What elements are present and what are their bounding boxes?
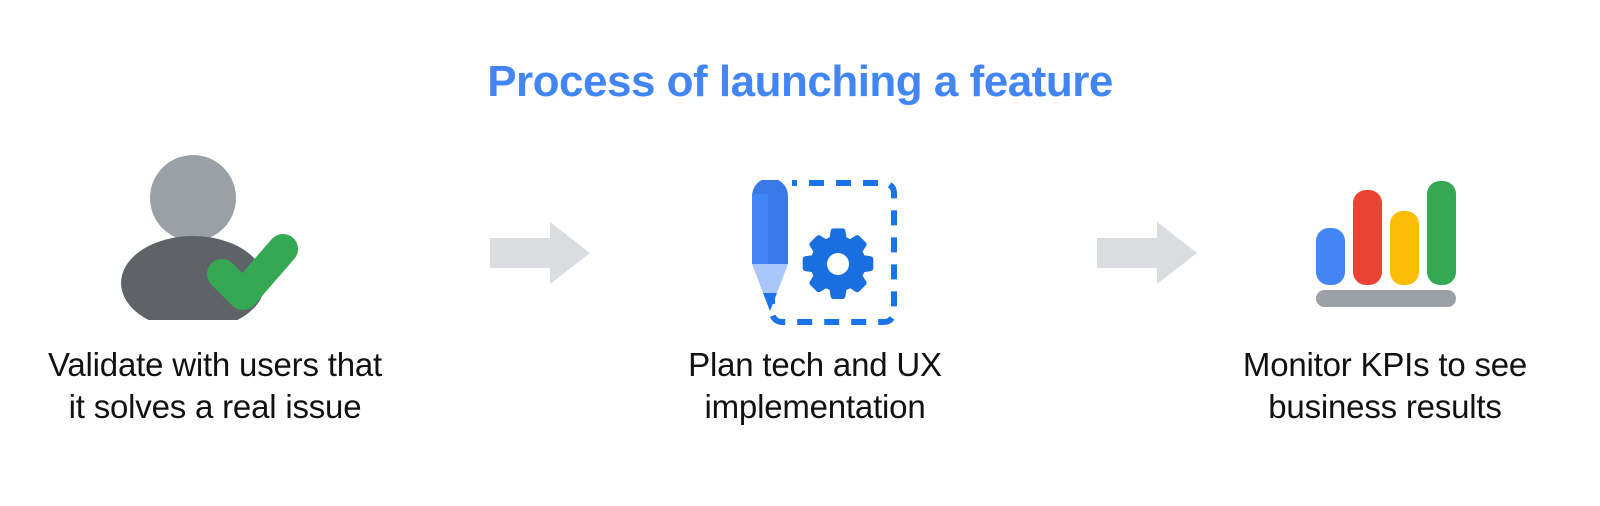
pencil-gear-icon xyxy=(730,178,900,325)
step-2-caption: Plan tech and UX implementation xyxy=(688,346,942,426)
bar-chart-kpi-icon xyxy=(1310,168,1460,308)
process-step-1: Validate with users that it solves a rea… xyxy=(0,150,435,428)
step-3-caption: Monitor KPIs to see business results xyxy=(1242,346,1528,426)
step-1-caption: Validate with users that it solves a rea… xyxy=(48,346,382,426)
chart-baseline xyxy=(1316,290,1456,307)
process-step-3: Monitor KPIs to see business results xyxy=(1165,150,1600,428)
arrow-right-icon-2 xyxy=(1097,222,1197,284)
chart-bar-1 xyxy=(1316,228,1345,285)
chart-bar-4 xyxy=(1427,181,1456,285)
chart-bar-3 xyxy=(1390,211,1419,285)
step-3-icon-box xyxy=(1165,150,1600,330)
page-title: Process of launching a feature xyxy=(487,57,1113,106)
process-step-2: Plan tech and UX implementation xyxy=(595,150,1035,428)
arrow-right-icon-1 xyxy=(490,222,590,284)
step-1-icon-box xyxy=(0,150,435,330)
user-validated-icon xyxy=(115,150,315,330)
chart-bar-2 xyxy=(1353,190,1382,285)
step-2-icon-box xyxy=(595,150,1035,330)
